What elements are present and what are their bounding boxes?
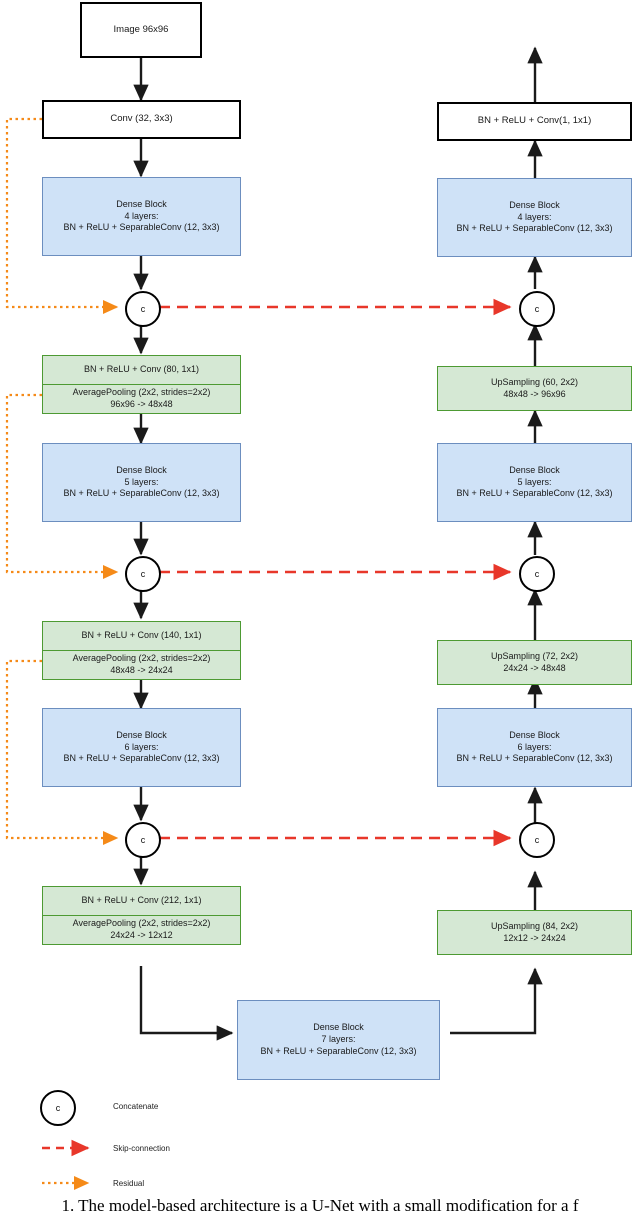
dense-block-ops: BN + ReLU + SeparableConv (12, 3x3) bbox=[456, 223, 613, 234]
dense-block-ops: BN + ReLU + SeparableConv (12, 3x3) bbox=[456, 488, 613, 499]
transition-pool-label: AveragePooling (2x2, strides=2x2) bbox=[72, 918, 211, 929]
dense-block-ops: BN + ReLU + SeparableConv (12, 3x3) bbox=[63, 488, 220, 499]
dense-block-layers: 6 layers: bbox=[517, 741, 552, 752]
bottleneck-dense-block[interactable]: Dense Block 7 layers: BN + ReLU + Separa… bbox=[237, 1000, 440, 1080]
encoder-transition-1[interactable]: BN + ReLU + Conv (80, 1x1) AveragePoolin… bbox=[42, 355, 241, 414]
dense-block-ops: BN + ReLU + SeparableConv (12, 3x3) bbox=[456, 753, 613, 764]
dense-block-layers: 5 layers: bbox=[517, 476, 552, 487]
legend-label-skip-connection: Skip-connection bbox=[113, 1144, 170, 1153]
dense-block-ops: BN + ReLU + SeparableConv (12, 3x3) bbox=[63, 222, 220, 233]
output-conv-label: BN + ReLU + Conv(1, 1x1) bbox=[477, 115, 592, 127]
output-conv-box[interactable]: BN + ReLU + Conv(1, 1x1) bbox=[437, 102, 632, 141]
dense-block-title: Dense Block bbox=[313, 1022, 364, 1033]
transition-pool-row: AveragePooling (2x2, strides=2x2) 24x24 … bbox=[43, 915, 240, 944]
concat-node-encoder-2[interactable]: c bbox=[125, 556, 161, 592]
dense-block-title: Dense Block bbox=[116, 198, 167, 209]
transition-pool-row: AveragePooling (2x2, strides=2x2) 96x96 … bbox=[43, 384, 240, 413]
transition-conv-row: BN + ReLU + Conv (80, 1x1) bbox=[43, 356, 240, 384]
stem-conv-label: Conv (32, 3x3) bbox=[110, 113, 173, 125]
decoder-dense-block-1[interactable]: Dense Block 4 layers: BN + ReLU + Separa… bbox=[437, 178, 632, 257]
dense-block-title: Dense Block bbox=[509, 199, 560, 210]
dense-block-title: Dense Block bbox=[509, 464, 560, 475]
transition-conv-label: BN + ReLU + Conv (140, 1x1) bbox=[81, 630, 202, 641]
legend-concat-icon: c bbox=[40, 1090, 76, 1126]
legend-label-concatenate: Concatenate bbox=[113, 1102, 159, 1111]
upsampling-label: UpSampling (60, 2x2) bbox=[490, 376, 579, 387]
dense-block-layers: 5 layers: bbox=[124, 476, 159, 487]
transition-pool-dims: 48x48 -> 24x24 bbox=[110, 665, 173, 675]
decoder-upsampling-1[interactable]: UpSampling (60, 2x2) 48x48 -> 96x96 bbox=[437, 366, 632, 411]
encoder-dense-block-2[interactable]: Dense Block 5 layers: BN + ReLU + Separa… bbox=[42, 443, 241, 522]
concat-symbol: c bbox=[534, 835, 540, 845]
transition-pool-dims: 96x96 -> 48x48 bbox=[110, 399, 173, 409]
input-image-box[interactable]: Image 96x96 bbox=[80, 2, 202, 58]
dense-block-layers: 4 layers: bbox=[517, 211, 552, 222]
dense-block-ops: BN + ReLU + SeparableConv (12, 3x3) bbox=[260, 1045, 417, 1056]
concat-node-decoder-2[interactable]: c bbox=[519, 556, 555, 592]
upsampling-dims: 12x12 -> 24x24 bbox=[503, 932, 566, 943]
upsampling-label: UpSampling (84, 2x2) bbox=[490, 920, 579, 931]
concat-node-decoder-3[interactable]: c bbox=[519, 822, 555, 858]
transition-conv-row: BN + ReLU + Conv (140, 1x1) bbox=[43, 622, 240, 650]
concat-symbol: c bbox=[534, 304, 540, 314]
dense-block-ops: BN + ReLU + SeparableConv (12, 3x3) bbox=[63, 753, 220, 764]
decoder-dense-block-2[interactable]: Dense Block 5 layers: BN + ReLU + Separa… bbox=[437, 443, 632, 522]
transition-conv-label: BN + ReLU + Conv (80, 1x1) bbox=[83, 364, 200, 375]
concat-symbol: c bbox=[534, 569, 540, 579]
decoder-dense-block-3[interactable]: Dense Block 6 layers: BN + ReLU + Separa… bbox=[437, 708, 632, 787]
encoder-transition-2[interactable]: BN + ReLU + Conv (140, 1x1) AveragePooli… bbox=[42, 621, 241, 680]
decoder-upsampling-3[interactable]: UpSampling (84, 2x2) 12x12 -> 24x24 bbox=[437, 910, 632, 955]
transition-pool-label: AveragePooling (2x2, strides=2x2) bbox=[72, 387, 211, 398]
concat-symbol: c bbox=[140, 569, 146, 579]
decoder-upsampling-2[interactable]: UpSampling (72, 2x2) 24x24 -> 48x48 bbox=[437, 640, 632, 685]
concat-node-encoder-1[interactable]: c bbox=[125, 291, 161, 327]
input-image-label: Image 96x96 bbox=[113, 23, 169, 35]
upsampling-dims: 48x48 -> 96x96 bbox=[503, 388, 566, 399]
upsampling-label: UpSampling (72, 2x2) bbox=[490, 650, 579, 661]
dense-block-title: Dense Block bbox=[116, 464, 167, 475]
encoder-dense-block-1[interactable]: Dense Block 4 layers: BN + ReLU + Separa… bbox=[42, 177, 241, 256]
concat-node-encoder-3[interactable]: c bbox=[125, 822, 161, 858]
dense-block-layers: 7 layers: bbox=[321, 1034, 356, 1045]
stem-conv-box[interactable]: Conv (32, 3x3) bbox=[42, 100, 241, 139]
concat-symbol: c bbox=[140, 304, 146, 314]
encoder-transition-3[interactable]: BN + ReLU + Conv (212, 1x1) AveragePooli… bbox=[42, 886, 241, 945]
upsampling-dims: 24x24 -> 48x48 bbox=[503, 662, 566, 673]
dense-block-layers: 4 layers: bbox=[124, 210, 159, 221]
encoder-dense-block-3[interactable]: Dense Block 6 layers: BN + ReLU + Separa… bbox=[42, 708, 241, 787]
dense-block-layers: 6 layers: bbox=[124, 741, 159, 752]
transition-conv-label: BN + ReLU + Conv (212, 1x1) bbox=[81, 895, 202, 906]
transition-pool-label: AveragePooling (2x2, strides=2x2) bbox=[72, 653, 211, 664]
transition-pool-row: AveragePooling (2x2, strides=2x2) 48x48 … bbox=[43, 650, 240, 679]
transition-conv-row: BN + ReLU + Conv (212, 1x1) bbox=[43, 887, 240, 915]
legend-label-residual: Residual bbox=[113, 1179, 145, 1188]
dense-block-title: Dense Block bbox=[509, 729, 560, 740]
transition-pool-dims: 24x24 -> 12x12 bbox=[110, 930, 173, 940]
concat-symbol: c bbox=[55, 1103, 61, 1113]
concat-symbol: c bbox=[140, 835, 146, 845]
concat-node-decoder-1[interactable]: c bbox=[519, 291, 555, 327]
dense-block-title: Dense Block bbox=[116, 729, 167, 740]
figure-caption: 1. The model-based architecture is a U-N… bbox=[61, 1196, 579, 1215]
